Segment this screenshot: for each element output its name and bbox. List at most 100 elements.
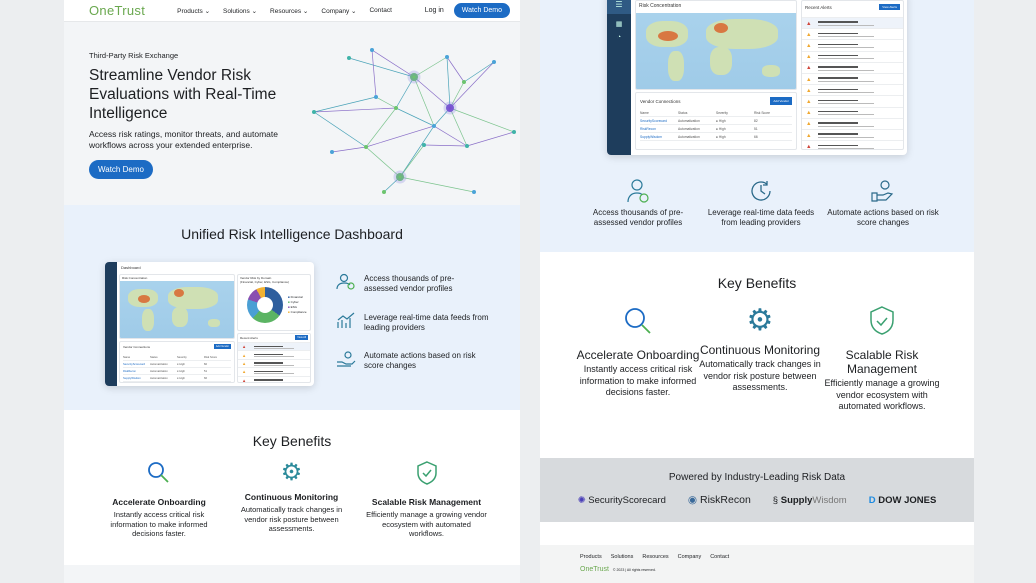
alert-item[interactable]: ▲ xyxy=(802,129,903,140)
hero-eyebrow: Third-Party Risk Exchange xyxy=(89,51,179,60)
alert-item[interactable]: ▲ xyxy=(802,28,903,39)
warning-icon: ▲ xyxy=(806,54,812,61)
alert-item[interactable]: ▲ xyxy=(238,358,310,367)
clock-icon[interactable]: ◔ xyxy=(616,34,622,41)
map-title: Risk Concentration xyxy=(122,276,148,280)
hero-watch-demo-button[interactable]: Watch Demo xyxy=(89,160,153,179)
nav-resources[interactable]: Resources ⌄ xyxy=(270,7,309,15)
onetrust-logo[interactable]: OneTrust xyxy=(89,3,146,18)
network-node xyxy=(445,55,449,59)
alert-item[interactable]: ▲ xyxy=(802,17,903,29)
footer-link-resources[interactable]: Resources xyxy=(642,554,669,560)
shield-check-icon xyxy=(870,306,894,335)
view-alerts-button[interactable]: View Alerts xyxy=(879,4,900,10)
network-edge xyxy=(449,107,515,133)
partner-riskrecon[interactable]: ◉ RiskRecon xyxy=(687,494,751,506)
benefit-title: Scalable Risk Management xyxy=(371,497,482,507)
nav-products[interactable]: Products ⌄ xyxy=(177,7,211,15)
benefit-text: Automatically track changes in vendor ri… xyxy=(240,505,343,533)
network-edge xyxy=(446,56,451,109)
alert-item[interactable]: ▲ xyxy=(802,140,903,150)
riskrecon-logo-icon: ◉ xyxy=(687,494,698,506)
alert-item[interactable]: ▲ xyxy=(238,367,310,375)
view-alerts-button[interactable]: View All xyxy=(295,335,308,340)
alerts-card: Recent Alerts View Alerts ▲▲▲▲▲▲▲▲▲▲▲▲ xyxy=(801,0,904,150)
alert-item[interactable]: ▲ xyxy=(802,117,903,129)
nav-watch-demo-button[interactable]: Watch Demo xyxy=(453,3,510,18)
partner-dowjones[interactable]: D DOW JONES xyxy=(868,494,937,506)
network-edge xyxy=(371,49,415,78)
network-edge xyxy=(413,76,451,109)
add-vendor-button[interactable]: Add Vendor xyxy=(770,97,792,105)
network-edge xyxy=(466,131,515,147)
supplywisdom-logo-icon: § xyxy=(772,494,779,506)
network-edge xyxy=(423,144,468,147)
network-edge xyxy=(313,111,367,148)
grid-icon[interactable]: ▦ xyxy=(615,21,623,28)
alert-item[interactable]: ▲ xyxy=(238,342,310,351)
warning-icon: ▲ xyxy=(242,352,247,358)
network-graphic xyxy=(312,48,516,194)
alert-item[interactable]: ▲ xyxy=(802,50,903,62)
network-edge xyxy=(449,107,468,147)
donut-card: Vendor Risk by Domain (Financial, Cyber,… xyxy=(237,274,311,331)
add-vendor-button[interactable]: Add Vendor xyxy=(213,344,231,349)
list-icon[interactable]: ☰ xyxy=(607,0,631,14)
network-edge xyxy=(399,125,435,178)
network-edge xyxy=(433,125,468,147)
hero-section: Third-Party Risk Exchange Streamline Ven… xyxy=(64,22,520,205)
footer-logo[interactable]: OneTrust xyxy=(580,566,609,573)
feature-text: Leverage real-time data feeds from leadi… xyxy=(707,207,815,228)
nav-contact[interactable]: Contact xyxy=(369,6,392,14)
benefit-title: Accelerate Onboarding xyxy=(576,348,700,362)
warning-icon: ▲ xyxy=(806,143,812,150)
alert-item[interactable]: ▲ xyxy=(802,73,903,84)
user-check-icon xyxy=(336,273,356,294)
alert-item[interactable]: ▲ xyxy=(238,350,310,358)
magnifier-icon xyxy=(625,308,651,334)
alert-item[interactable]: ▲ xyxy=(802,106,903,118)
network-node xyxy=(393,170,407,184)
footer-link-company[interactable]: Company xyxy=(677,554,702,560)
nav-solutions[interactable]: Solutions ⌄ xyxy=(223,7,258,15)
login-link[interactable]: Log in xyxy=(424,7,444,14)
footer-link-solutions[interactable]: Solutions xyxy=(610,554,634,560)
partners-title: Powered by Industry-Leading Risk Data xyxy=(668,472,846,483)
footer-link-contact[interactable]: Contact xyxy=(710,554,730,560)
network-edge xyxy=(446,56,465,83)
table-cell: ● High xyxy=(177,362,185,366)
alert-item[interactable]: ▲ xyxy=(802,61,903,73)
network-node xyxy=(364,145,368,149)
nav-company[interactable]: Company ⌄ xyxy=(321,7,357,15)
risk-map xyxy=(636,13,796,89)
gear-hand-icon xyxy=(823,178,943,208)
network-node xyxy=(394,106,398,110)
alert-item[interactable]: ▲ xyxy=(802,95,903,106)
dashboard-preview-large: ☰ ▦ ◔ Risk Concentration Vendor Connecti… xyxy=(607,0,907,155)
footer-link-products[interactable]: Products xyxy=(580,554,602,560)
alert-item[interactable]: ▲ xyxy=(238,375,310,382)
alert-item[interactable]: ▲ xyxy=(802,84,903,95)
alert-item[interactable]: ▲ xyxy=(802,39,903,50)
warning-icon: ▲ xyxy=(806,76,812,83)
partner-supplywisdom[interactable]: § SupplyWisdom xyxy=(772,494,847,506)
feature-data-feeds: Leverage real-time data feeds from leadi… xyxy=(700,178,822,229)
left-page-view: OneTrust Products ⌄ Solutions ⌄ Resource… xyxy=(64,0,520,583)
clock-refresh-icon xyxy=(700,178,822,208)
partner-securityscorecard[interactable]: ✺ SecurityScorecard xyxy=(577,494,666,506)
map-card: Risk Concentration xyxy=(635,0,797,90)
table-cell: RiskRecon xyxy=(640,126,656,131)
benefit-text: Instantly access critical risk informati… xyxy=(110,510,208,538)
benefit-title: Continuous Monitoring xyxy=(699,343,821,357)
table-cell: ● High xyxy=(716,134,726,139)
